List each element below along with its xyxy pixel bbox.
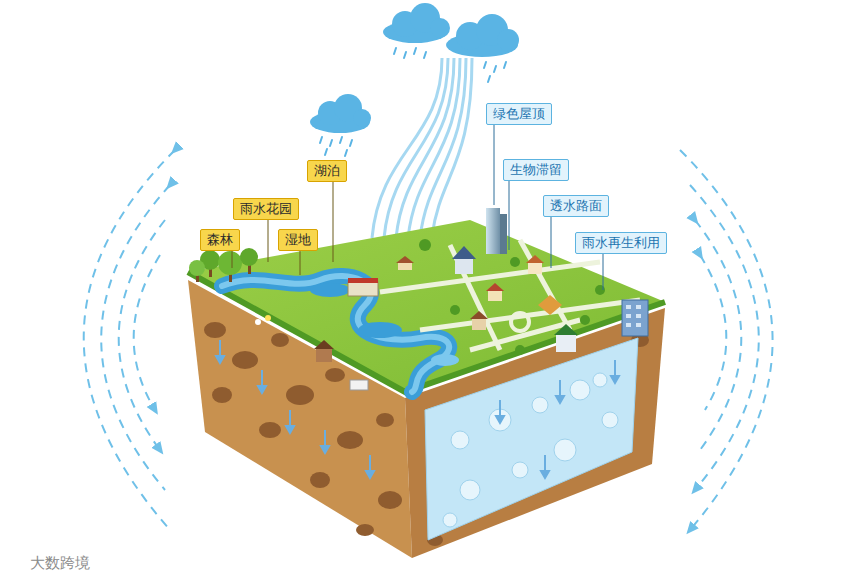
feature-tag: 雨水再生利用 xyxy=(575,232,667,254)
feature-tag: 透水路面 xyxy=(543,195,609,217)
tag-text: 绿色屋顶 xyxy=(493,106,545,121)
leader-line xyxy=(494,125,495,205)
watermark: 大数跨境 xyxy=(30,554,90,573)
leader-line xyxy=(300,251,301,275)
feature-tag: 绿色屋顶 xyxy=(486,103,552,125)
leader-line xyxy=(551,217,552,268)
label-tag: 森林 xyxy=(200,229,240,251)
ground-surface xyxy=(188,220,665,392)
tag-text: 湖泊 xyxy=(314,163,340,178)
tag-text: 雨水再生利用 xyxy=(582,235,660,250)
rain-drops xyxy=(320,48,506,156)
leader-line xyxy=(509,181,510,250)
tag-text: 森林 xyxy=(207,232,233,247)
label-tag: 湿地 xyxy=(278,229,318,251)
feature-tag: 生物滞留 xyxy=(503,159,569,181)
rain-streams xyxy=(372,58,472,238)
tag-text: 湿地 xyxy=(285,232,311,247)
leader-line xyxy=(268,220,269,262)
tag-text: 雨水花园 xyxy=(240,201,292,216)
label-tag: 湖泊 xyxy=(307,160,347,182)
label-tag: 雨水花园 xyxy=(233,198,299,220)
leader-line xyxy=(232,251,233,268)
leader-line xyxy=(333,182,334,262)
tag-text: 透水路面 xyxy=(550,198,602,213)
leader-line xyxy=(603,254,604,290)
trees xyxy=(189,239,605,355)
tag-text: 生物滞留 xyxy=(510,162,562,177)
